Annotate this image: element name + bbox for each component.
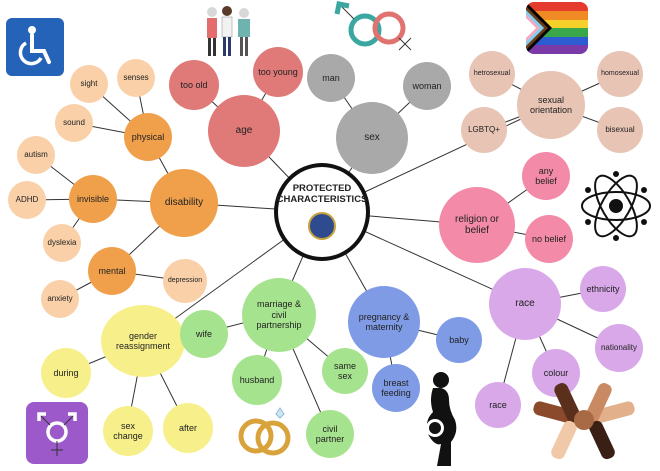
hetrosexual-node: hetrosexual xyxy=(469,51,515,97)
physical-node: physical xyxy=(124,113,172,161)
nationality-node: nationality xyxy=(595,324,643,372)
sound-node: sound xyxy=(55,104,93,142)
sex-change-node: sex change xyxy=(103,406,153,456)
baby-node: baby xyxy=(436,317,482,363)
pregnant-woman-icon xyxy=(415,370,471,466)
gender-reassignment-node: gender reassignment xyxy=(101,305,185,377)
disability-node: disability xyxy=(150,169,218,237)
elderly-people-icon xyxy=(200,2,258,60)
husband-node: husband xyxy=(232,355,282,405)
any-belief-node: any belief xyxy=(522,152,570,200)
senses-node: senses xyxy=(117,59,155,97)
depression-node: depression xyxy=(163,259,207,303)
woman-node: woman xyxy=(403,62,451,110)
autism-node: autism xyxy=(17,136,55,174)
protected-characteristics-center: PROTECTED CHARACTERISTICS xyxy=(274,163,370,261)
race-sub-node: race xyxy=(475,382,521,428)
religion-symbols-icon xyxy=(578,168,654,244)
invisible-node: invisible xyxy=(69,175,117,223)
gender-symbols-icon xyxy=(333,0,421,64)
homosexual-node: homosexual xyxy=(597,51,643,97)
too-old-node: too old xyxy=(169,60,219,110)
joined-hands-icon xyxy=(531,376,637,462)
wife-node: wife xyxy=(180,310,228,358)
anxiety-node: anxiety xyxy=(41,280,79,318)
religion-or-belief-node: religion or belief xyxy=(439,187,515,263)
man-node: man xyxy=(307,54,355,102)
lgbtq-node: LGBTQ+ xyxy=(461,107,507,153)
civil-partner-node: civil partner xyxy=(306,410,354,458)
bisexual-node: bisexual xyxy=(597,107,643,153)
ethnicity-node: ethnicity xyxy=(580,266,626,312)
mental-node: mental xyxy=(88,247,136,295)
race-node: race xyxy=(489,268,561,340)
too-young-node: too young xyxy=(253,47,303,97)
same-sex-node: same sex xyxy=(322,348,368,394)
after-node: after xyxy=(163,403,213,453)
marriage-civil-partnership-node: marriage & civil partnership xyxy=(242,278,316,352)
pride-flag-icon xyxy=(526,2,588,54)
transgender-symbol-icon xyxy=(26,402,88,464)
age-node: age xyxy=(208,95,280,167)
sex-node: sex xyxy=(336,102,408,174)
during-node: during xyxy=(41,348,91,398)
center-title-line1: PROTECTED xyxy=(292,183,352,195)
sight-node: sight xyxy=(70,65,108,103)
dyslexia-node: dyslexia xyxy=(43,224,81,262)
center-title-line2: CHARACTERISTICS xyxy=(276,194,368,205)
wedding-rings-icon xyxy=(234,404,296,460)
wheelchair-icon xyxy=(6,18,64,76)
academy-crest-icon xyxy=(308,211,336,240)
no-belief-node: no belief xyxy=(525,215,573,263)
pregnancy-maternity-node: pregnancy & maternity xyxy=(348,286,420,358)
breast-feeding-node: breast feeding xyxy=(372,364,420,412)
adhd-node: ADHD xyxy=(8,181,46,219)
sexual-orientation-node: sexual orientation xyxy=(517,71,585,139)
